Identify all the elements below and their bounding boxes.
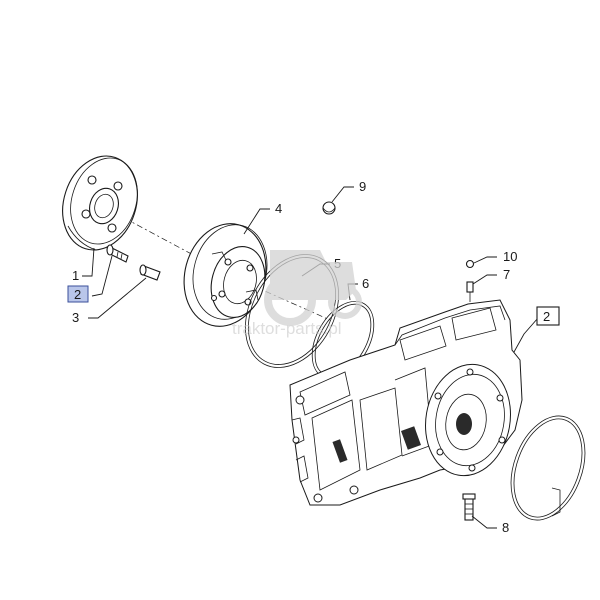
callout-1[interactable]: 1 <box>72 268 79 283</box>
watermark-text: traktor-parts.pl <box>232 319 342 338</box>
callout-4[interactable]: 4 <box>275 201 282 216</box>
leader-7 <box>472 274 497 285</box>
callout-7[interactable]: 7 <box>503 267 510 282</box>
part-9-plug[interactable] <box>322 201 336 215</box>
leader-10 <box>473 256 497 264</box>
housing-slot <box>401 426 421 450</box>
leader-2 <box>91 255 113 297</box>
transmission-housing[interactable] <box>289 299 523 506</box>
callout-9[interactable]: 9 <box>359 179 366 194</box>
axis-line <box>99 204 241 281</box>
right-seal-ring[interactable] <box>498 406 599 531</box>
watermark: traktor-parts.pl <box>232 250 362 338</box>
leader-edge-2 <box>513 317 539 353</box>
callout-10[interactable]: 10 <box>503 249 517 264</box>
callout-2[interactable]: 2 <box>74 287 81 302</box>
leader-9 <box>331 186 354 203</box>
part-3-pin[interactable] <box>139 264 161 281</box>
tractor-wheel-icon <box>328 285 362 319</box>
part-4-brake-drum[interactable] <box>173 214 277 335</box>
callout-edge-box <box>536 306 560 326</box>
leader-4 <box>243 208 270 235</box>
leader-3 <box>88 277 147 319</box>
callout-8[interactable]: 8 <box>502 520 509 535</box>
callout-2-highlight[interactable] <box>67 285 89 303</box>
housing-slot <box>332 439 348 463</box>
tractor-logo-icon <box>270 250 356 300</box>
leader-8 <box>471 515 497 529</box>
part-2-bolt[interactable] <box>106 244 129 263</box>
callout-edge-2[interactable]: 2 <box>543 309 550 324</box>
part-7-fitting[interactable] <box>466 281 474 302</box>
callout-3[interactable]: 3 <box>72 310 79 325</box>
callout-6[interactable]: 6 <box>362 276 369 291</box>
part-1-brake-disc[interactable] <box>51 146 149 260</box>
tractor-wheel-icon <box>264 274 316 326</box>
part-8-bleed-screw[interactable] <box>462 493 476 521</box>
leader-1 <box>82 247 95 277</box>
right-edge-part <box>551 487 561 517</box>
part-10-nut[interactable] <box>465 259 475 269</box>
